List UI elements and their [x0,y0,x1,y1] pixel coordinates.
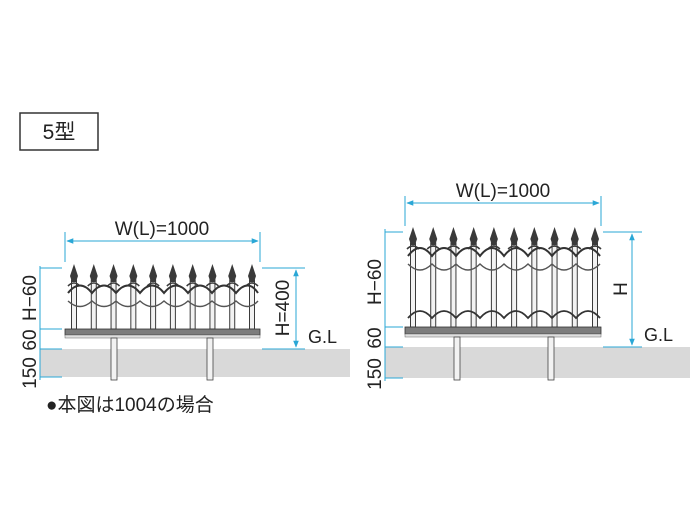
right-picket [426,227,440,328]
left-side-dim-150: 150 [20,357,41,389]
type-label: 5型 [43,121,76,144]
left-width-label: W(L)=1000 [115,219,210,240]
right-side-dim-150: 150 [365,358,386,390]
right-pickets [406,227,602,328]
right-width-label: W(L)=1000 [456,181,551,202]
left-base-rail [64,328,261,336]
left-height-label: H=400 [273,280,294,337]
left-picket [225,264,239,330]
type-label-box [19,112,99,151]
left-gl-label: G.L [308,327,337,347]
left-picket [186,264,200,330]
right-ground [385,347,690,378]
right-upper-scroll-band [407,247,601,258]
left-picket [126,264,140,330]
left-picket [67,264,81,330]
right-lower-scroll-band [407,310,601,320]
right-picket [588,227,602,328]
left-side-dim-60: 60 [20,329,41,350]
right-post [453,336,461,381]
right-picket [527,227,541,328]
right-gl-label: G.L [644,325,673,345]
left-picket [146,264,160,330]
right-post [547,336,555,381]
left-figure: W(L)=1000 H=400 G.L H−60 60 150 [20,219,350,389]
left-post [110,337,118,381]
left-picket [106,264,121,330]
left-scroll-band [67,284,259,295]
left-post [206,337,214,381]
left-picket [245,264,259,330]
note-text: ●本図は1004の場合 [46,394,214,416]
left-picket [87,264,101,330]
right-picket [467,227,481,328]
left-picket [166,264,180,330]
right-height-label: H [611,282,632,296]
right-side-dim-h60: H−60 [365,259,386,305]
left-picket [205,264,220,330]
left-side-dim-h60: H−60 [20,275,41,321]
right-base-rail [404,326,602,335]
right-picket [568,227,582,328]
right-figure: W(L)=1000 H G.L H−60 60 150 [365,181,690,390]
right-side-dim-60: 60 [365,327,386,348]
left-ground [40,349,350,377]
left-pickets [67,264,259,330]
